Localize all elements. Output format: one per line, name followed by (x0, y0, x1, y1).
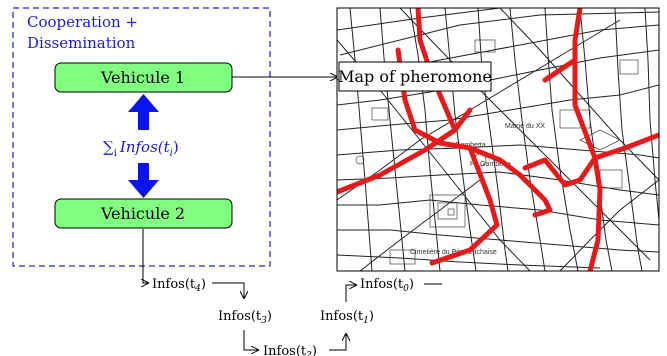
vehicle-1-label: Vehicule 1 (100, 68, 185, 87)
infos-t0-label: Infos(t0) (360, 277, 414, 294)
vehicle-2-node[interactable] (54, 198, 233, 229)
map-frame (336, 7, 660, 272)
sum-index: i (114, 148, 117, 159)
infos-t4-label: Infos(t4) (152, 277, 206, 294)
infos-t3-label: Infos(t3) (218, 309, 272, 326)
place-gambetta: Gambetta (455, 142, 486, 149)
exchange-infos-close: ) (173, 138, 179, 156)
cooperation-title-line2: Dissemination (27, 34, 136, 52)
vehicle-2-label: Vehicule 2 (100, 204, 185, 223)
exchange-arrow (128, 94, 159, 198)
infos-chain-connectors (143, 229, 442, 350)
map-label-text: Map of pheromone (338, 67, 492, 86)
cooperation-box (12, 7, 271, 267)
cooperation-title-line1: Cooperation + (27, 13, 138, 31)
place-mairie: Mairie du XX (505, 123, 545, 130)
street-network (337, 8, 659, 271)
place-pl-gambetta: Pl. Gambetta (470, 161, 511, 168)
place-cimetiere: Cimetière du Père-Lachaise (410, 249, 497, 256)
map-place-labels: Gambetta Pl. Gambetta Mairie du XX Cimet… (410, 123, 545, 256)
sum-symbol: ∑ (103, 138, 114, 156)
infos-t2-label: Infos(t2) (263, 344, 317, 356)
pheromone-trails (337, 8, 659, 271)
street-map: Gambetta Pl. Gambetta Mairie du XX Cimet… (337, 8, 659, 271)
exchange-infos-text: Infos(t (119, 138, 171, 156)
map-label-box[interactable] (338, 61, 492, 92)
infos-t1-label: Infos(t1) (320, 309, 374, 326)
exchange-infos-index: i (170, 148, 173, 159)
